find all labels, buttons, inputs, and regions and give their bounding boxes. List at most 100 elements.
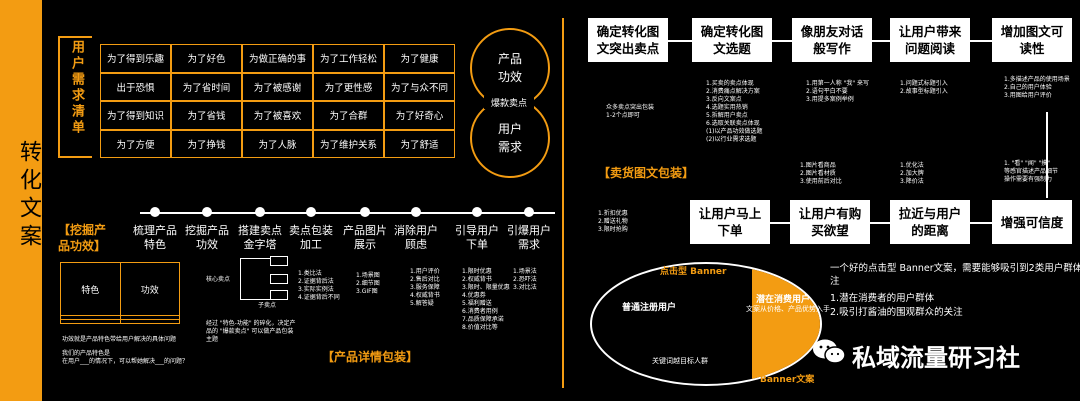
- flow-arrow: [970, 40, 992, 42]
- step-dot: [360, 207, 370, 217]
- bottom-note-2: 1.优化法 2.加大牌 3.降价法: [900, 162, 924, 185]
- step-dot: [524, 207, 534, 217]
- mining-note-1: 功效就是产品特色带给用户解决的具体问题: [62, 336, 177, 343]
- pyramid-core: 核心卖点: [206, 276, 231, 283]
- need-cell: 为了被感谢: [242, 72, 313, 101]
- need-cell: 为做正确的事: [242, 44, 313, 73]
- need-cell: 为了得到乐趣: [100, 44, 171, 73]
- top-note-left: 众多卖点突出包装 1-2个点即可: [606, 104, 655, 119]
- pyramid-node: [270, 274, 288, 284]
- bottom-note-3: 1. "看" "闻" "摸" 等感官描述产品细节 操作需要有强制力: [1004, 160, 1059, 183]
- sidebar-band: [0, 0, 42, 401]
- need-cell: 为了舒适: [384, 129, 455, 158]
- flow-box: 让用户有购 买欲望: [790, 200, 870, 244]
- banner-ellipse: [590, 262, 822, 386]
- flow-box: 确定转化图 文突出卖点: [588, 18, 668, 62]
- banner-right-fill: [752, 264, 820, 384]
- step-dot: [150, 207, 160, 217]
- timeline-line: [140, 212, 555, 214]
- mining-cell: [60, 319, 121, 324]
- top-note-1: 1.买卖的卖点体现 2.消费痛点解决方案 3.反向文案点 4.选题实用热销 5.…: [706, 80, 763, 143]
- step-label: 引爆用户 需求: [507, 224, 551, 251]
- need-cell: 为了方便: [100, 129, 171, 158]
- flow-box: 增加图文可 读性: [992, 18, 1072, 62]
- needs-grid: 为了得到乐趣为了好色为做正确的事为了工作轻松为了健康出于恐惧为了省时间为了被感谢…: [100, 44, 455, 158]
- process-note: 1.类比法 2.证据背后法 3.实际实例法 4.证据背后不同: [298, 270, 340, 301]
- right-connector: [1046, 112, 1048, 198]
- step-dot: [202, 207, 212, 217]
- need-cell: 为了更性感: [313, 72, 384, 101]
- step-label: 引导用户 下单: [455, 224, 499, 251]
- banner-title: 点击型 Banner: [660, 267, 727, 277]
- bottom-note-1: 1.图片看商品 2.图片看材质 3.使用前后对比: [800, 162, 842, 185]
- wechat-icon: [812, 338, 846, 366]
- mining-title: 【挖掘产 品功效】: [58, 223, 107, 253]
- flow-arrow: [770, 222, 790, 224]
- flow-arrow: [668, 40, 692, 42]
- need-cell: 为了好奇心: [384, 101, 455, 130]
- flow-box: 拉近与用户 的距离: [890, 200, 970, 244]
- need-cell: 为了工作轻松: [313, 44, 384, 73]
- flow-box: 让用户带来 问题阅读: [890, 18, 970, 62]
- images-note: 1.场景图 2.细节图 3.GIF图: [356, 272, 380, 295]
- bottom-note-left: 1.折扣优惠 2.赠送礼物 3.限时抢购: [598, 210, 628, 233]
- step-label: 产品图片 展示: [343, 224, 387, 251]
- detail-title: 【产品详情包装】: [322, 350, 419, 364]
- need-cell: 为了维护关系: [313, 129, 384, 158]
- need-cell: 为了健康: [384, 44, 455, 73]
- goods-title: 【卖货图文包装】: [598, 166, 695, 180]
- flow-box: 增强可信度: [992, 200, 1072, 244]
- need-cell: 为了人脉: [242, 129, 313, 158]
- need-cell: 出于恐惧: [100, 72, 171, 101]
- product-effect-label: 产品 功效: [497, 52, 522, 84]
- pyramid-note: 经过 "特色-功能" 的碎化，决定产 品的 "爆款卖点" 可以做产品包装 主题: [206, 320, 296, 343]
- order-note: 1.限时优惠 2.权威背书 3.限时、限量优惠 4.优惠券 5.福利赠送 6.消…: [462, 268, 510, 331]
- banner-right-label: 潜在消费用户: [756, 295, 811, 305]
- pyramid-node: [270, 290, 288, 300]
- center-divider: [562, 18, 564, 388]
- mining-table: 特色 功效: [60, 261, 180, 324]
- concern-note: 1.用户评价 2.售后对比 3.服务保障 4.权威背书 5.解答疑: [410, 268, 440, 307]
- flow-box: 让用户马上 下单: [690, 200, 770, 244]
- pyramid-node: [270, 256, 288, 266]
- banner-desc: 一个好的点击型 Banner文案，需要能够吸引到2类用户群体的关 注: [830, 263, 1080, 287]
- need-cell: 为了合群: [313, 101, 384, 130]
- flow-arrow: [970, 222, 992, 224]
- need-cell: 为了省时间: [171, 72, 242, 101]
- need-cell: 为了省钱: [171, 101, 242, 130]
- step-label: 卖点包装 加工: [289, 224, 333, 251]
- watermark: 私域流量研习社: [852, 344, 1020, 372]
- banner-footer-title: Banner文案: [760, 375, 815, 385]
- flow-arrow: [872, 40, 890, 42]
- need-cell: 为了好色: [171, 44, 242, 73]
- needs-bracket: [58, 36, 92, 158]
- banner-point-2: 2.吸引打酱油的围观群众的关注: [830, 307, 963, 318]
- step-label: 消除用户 顾虑: [394, 224, 438, 251]
- banner-right-sub: 文案从价格、产品优势入手: [746, 305, 830, 313]
- mining-header-effect: 功效: [119, 261, 180, 317]
- mining-note-2: 我们的产品特色是 在用户___的情况下，可以帮她解决___的问题？: [62, 350, 189, 365]
- flow-box: 像朋友对话 般写作: [792, 18, 872, 62]
- banner-bottom-label: 关键词越目标人群: [652, 357, 708, 365]
- pyramid-sub: 子卖点: [258, 302, 277, 309]
- mining-header-feature: 特色: [60, 261, 121, 317]
- explode-note: 1.场景法 2.恐吓法 3.对比法: [513, 268, 537, 291]
- need-cell: 为了被喜欢: [242, 101, 313, 130]
- step-dot: [472, 207, 482, 217]
- sidebar-title: 转化文案: [16, 140, 41, 252]
- mining-cell: [119, 319, 180, 324]
- top-note-3: 1.问题式标题引入 2.故事型标题引入: [900, 80, 948, 95]
- need-cell: 为了与众不同: [384, 72, 455, 101]
- step-dot: [411, 207, 421, 217]
- overlap-label: 爆款卖点: [484, 96, 534, 109]
- need-cell: 为了挣钱: [171, 129, 242, 158]
- step-dot: [306, 207, 316, 217]
- step-dot: [255, 207, 265, 217]
- banner-point-1: 1.潜在消费者的用户群体: [830, 293, 935, 304]
- banner-left-label: 普通注册用户: [622, 303, 677, 313]
- needs-title: 用户需求清单: [69, 40, 84, 136]
- step-label: 搭建卖点 金字塔: [238, 224, 282, 251]
- user-need-circle: 用户 需求: [470, 98, 550, 178]
- pyramid-bracket: [240, 258, 271, 300]
- need-cell: 为了得到知识: [100, 101, 171, 130]
